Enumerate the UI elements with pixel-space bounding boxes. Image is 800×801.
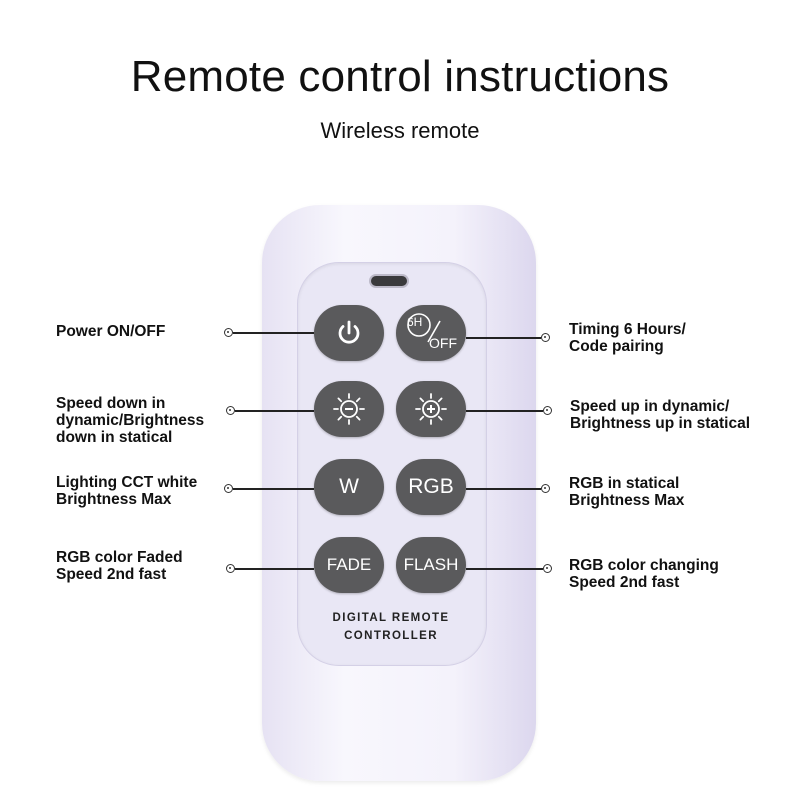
callout-connector <box>235 568 314 570</box>
callout-connector <box>233 332 314 334</box>
callout-line: Speed down in <box>56 395 166 412</box>
fade-button-label: FADE <box>326 555 372 574</box>
power-button[interactable] <box>314 305 384 361</box>
callout-dot <box>226 564 235 573</box>
callout-dot <box>543 564 552 573</box>
callout-connector <box>466 488 541 490</box>
callout-line: Speed 2nd fast <box>569 574 680 591</box>
callout-dot <box>541 484 550 493</box>
page-subtitle: Wireless remote <box>320 118 480 143</box>
callout-line: Code pairing <box>569 338 664 355</box>
callout-line: Power ON/OFF <box>56 323 166 340</box>
fade-button[interactable]: FADE <box>314 537 384 593</box>
callout-line: Brightness Max <box>569 492 685 509</box>
callout-line: down in statical <box>56 429 173 446</box>
page-title: Remote control instructions <box>130 52 670 101</box>
timer-icon <box>407 313 441 343</box>
white-button-label: W <box>339 475 359 498</box>
callout-line: RGB in statical <box>569 475 680 492</box>
callout-line: Speed up in dynamic/ <box>570 398 730 415</box>
callout-line: Brightness Max <box>56 491 172 508</box>
sun-minus-icon <box>333 393 365 425</box>
callout-fade: RGB color Faded Speed 2nd fast <box>56 549 183 583</box>
callout-white: Lighting CCT white Brightness Max <box>56 474 197 508</box>
callout-line: Lighting CCT white <box>56 474 198 491</box>
callout-power: Power ON/OFF <box>56 323 165 340</box>
white-button[interactable]: W <box>314 459 384 515</box>
timer-bottom-label: OFF <box>429 335 457 351</box>
timer-off-button[interactable]: 6H OFF <box>396 305 466 361</box>
sun-plus-icon <box>415 393 447 425</box>
brand-line-2: CONTROLLER <box>344 630 438 642</box>
rgb-button[interactable]: RGB <box>396 459 466 515</box>
callout-rgb: RGB in statical Brightness Max <box>569 475 684 509</box>
callout-flash: RGB color changing Speed 2nd fast <box>569 557 719 591</box>
callout-line: RGB color changing <box>569 557 719 574</box>
power-icon <box>338 320 360 344</box>
callout-connector <box>466 568 543 570</box>
callout-connector <box>466 337 541 339</box>
callout-connector <box>233 488 314 490</box>
callout-connector <box>235 410 314 412</box>
callout-line: dynamic/Brightness <box>56 412 205 429</box>
speed-down-button[interactable] <box>314 381 384 437</box>
speed-up-button[interactable] <box>396 381 466 437</box>
timer-top-label: 6H <box>407 315 423 329</box>
flash-button[interactable]: FLASH <box>396 537 466 593</box>
callout-line: Speed 2nd fast <box>56 566 167 583</box>
callout-dot <box>224 484 233 493</box>
brand-line-1: DIGITAL REMOTE <box>332 612 450 624</box>
led-indicator <box>369 274 409 288</box>
callout-line: Timing 6 Hours/ <box>569 321 686 338</box>
callout-line: RGB color Faded <box>56 549 183 566</box>
callout-timer: Timing 6 Hours/ Code pairing <box>569 321 686 355</box>
flash-button-label: FLASH <box>403 555 459 574</box>
callout-speed-up: Speed up in dynamic/ Brightness up in st… <box>570 398 750 432</box>
callout-connector <box>466 410 543 412</box>
callout-speed-down: Speed down in dynamic/Brightness down in… <box>56 395 204 446</box>
callout-dot <box>226 406 235 415</box>
callout-dot <box>543 406 552 415</box>
rgb-button-label: RGB <box>408 475 454 498</box>
callout-line: Brightness up in statical <box>570 415 751 432</box>
callout-dot <box>224 328 233 337</box>
callout-dot <box>541 333 550 342</box>
